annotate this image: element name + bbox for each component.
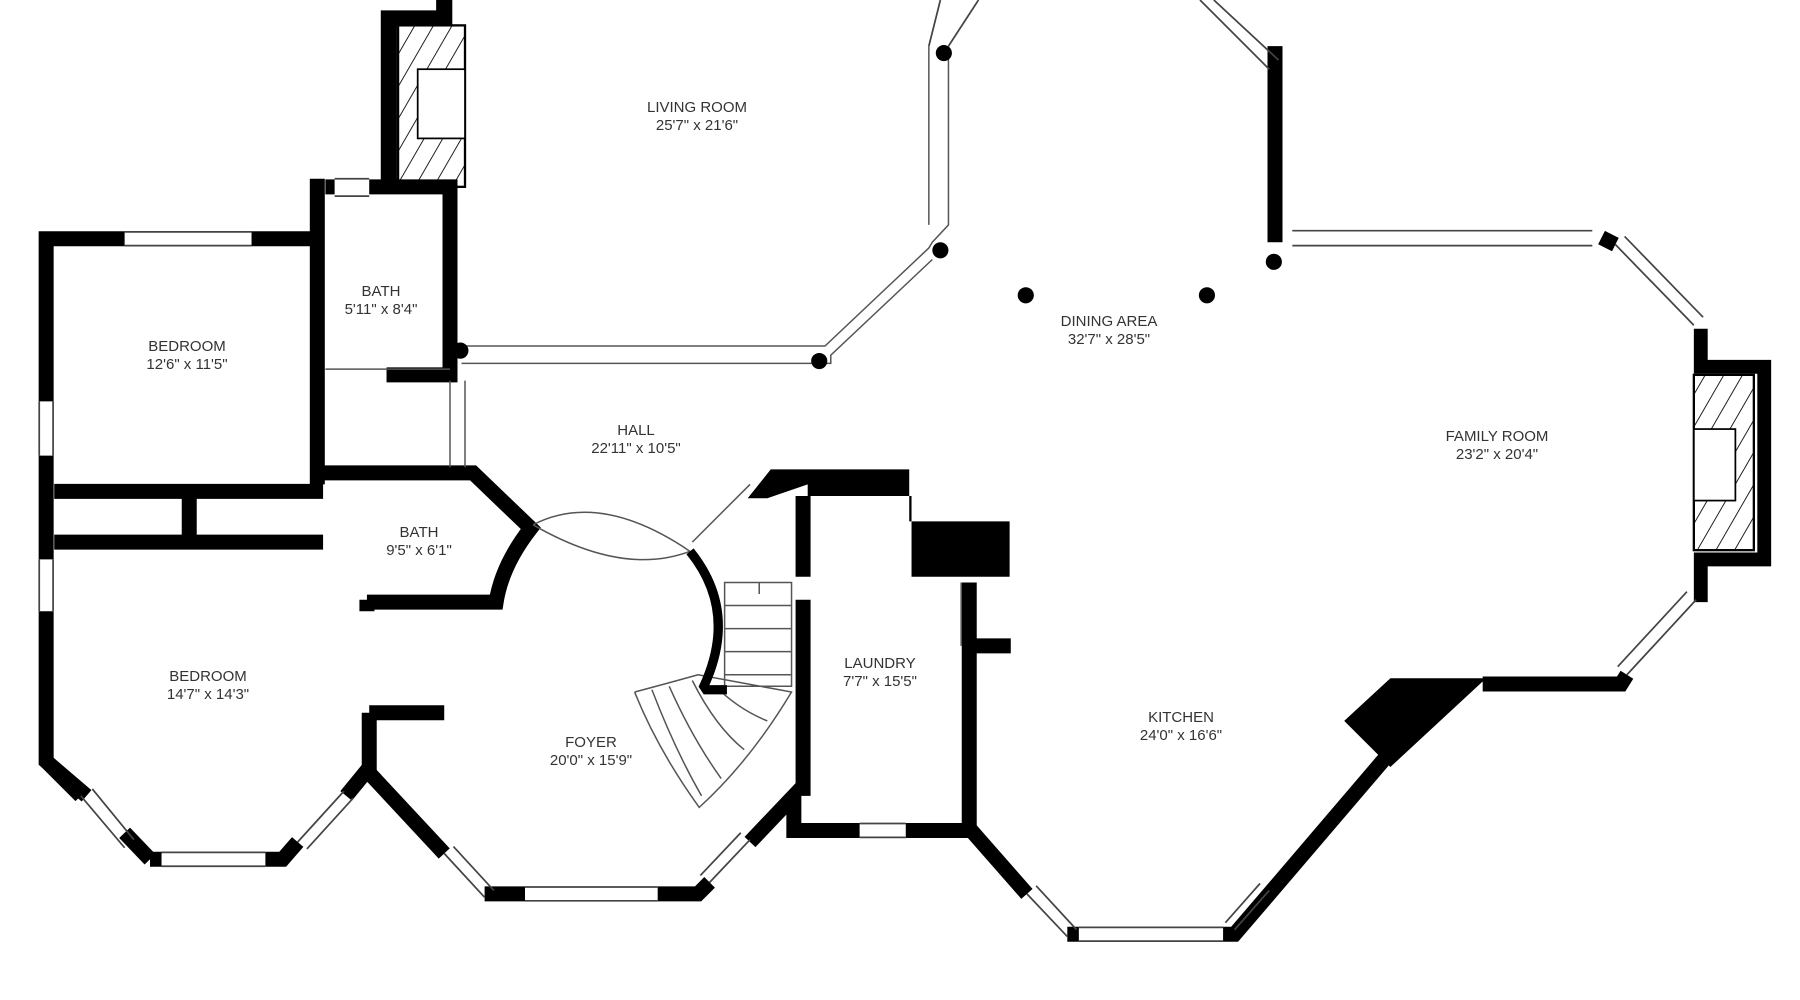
fireplace-right bbox=[1692, 328, 1772, 603]
walls bbox=[38, 46, 1634, 942]
room-name: BATH bbox=[361, 283, 401, 300]
room-dims: 23'2" x 20'4" bbox=[1455, 446, 1539, 463]
room-name: LAUNDRY bbox=[844, 655, 916, 672]
fireplace-left bbox=[380, 0, 467, 191]
room-dims: 12'6" x 11'5" bbox=[146, 356, 228, 373]
room-name: LIVING ROOM bbox=[646, 99, 748, 116]
room-name: BATH bbox=[399, 524, 439, 541]
room-name: BEDROOM bbox=[169, 668, 247, 685]
room-dims: 25'7" x 21'6" bbox=[655, 117, 739, 134]
room-dims: 7'7" x 15'5" bbox=[843, 673, 917, 690]
laundry-block bbox=[747, 469, 1010, 577]
room-dims: 24'0" x 16'6" bbox=[1139, 727, 1223, 744]
curved-wall bbox=[686, 548, 727, 695]
kitchen-counter bbox=[1344, 678, 1487, 768]
room-name: FAMILY ROOM bbox=[1445, 428, 1549, 445]
windows bbox=[38, 0, 1704, 943]
room-dims: 14'7" x 14'3" bbox=[166, 686, 250, 703]
room-dims: 5'11" x 8'4" bbox=[344, 301, 418, 318]
room-name: HALL bbox=[617, 422, 655, 439]
room-dims: 9'5" x 6'1" bbox=[386, 542, 452, 559]
room-name: KITCHEN bbox=[1148, 709, 1214, 726]
room-name: DINING AREA bbox=[1060, 313, 1158, 330]
room-name: FOYER bbox=[565, 734, 617, 751]
room-dims: 32'7" x 28'5" bbox=[1067, 331, 1151, 348]
room-dims: 20'0" x 15'9" bbox=[549, 752, 633, 769]
room-name: BEDROOM bbox=[148, 338, 226, 355]
room-dims: 22'11" x 10'5" bbox=[591, 440, 681, 457]
columns bbox=[452, 44, 1282, 370]
interior-lines bbox=[325, 46, 962, 809]
